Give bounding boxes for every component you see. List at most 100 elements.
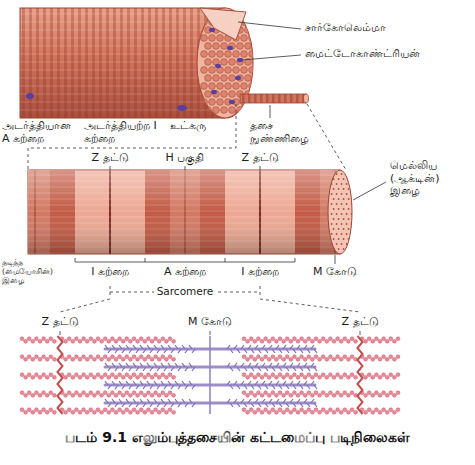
actin-bead xyxy=(49,355,53,359)
actin-bead xyxy=(260,339,264,343)
myofibril-shading xyxy=(28,170,340,254)
actin-bead xyxy=(139,391,143,395)
actin-bead xyxy=(325,357,329,361)
actin-bead xyxy=(325,339,329,343)
actin-bead xyxy=(249,355,253,359)
actin-bead xyxy=(165,357,169,361)
actin-bead xyxy=(150,393,154,397)
actin-bead xyxy=(45,393,49,397)
myofibril-section xyxy=(253,11,260,18)
actin-bead xyxy=(267,375,271,379)
disc-label: Z தட்டு xyxy=(41,316,78,329)
actin-bead xyxy=(93,375,97,379)
muscle-fiber xyxy=(20,8,309,118)
myosin-head xyxy=(307,367,310,371)
actin-bead xyxy=(24,375,28,379)
actin-bead xyxy=(332,357,336,361)
myosin-head xyxy=(297,399,300,403)
actin-bead xyxy=(350,408,354,412)
nucleus-dot xyxy=(26,93,34,99)
myosin-head xyxy=(293,403,296,407)
filament-end xyxy=(333,208,335,210)
actin-bead xyxy=(321,337,325,341)
part-label: மைட்டோகாண்ட்ரியன் xyxy=(305,48,420,61)
actin-bead xyxy=(311,410,315,414)
myosin-head xyxy=(122,385,125,389)
actin-bead xyxy=(27,337,31,341)
actin-bead xyxy=(393,375,397,379)
actin-bead xyxy=(293,373,297,377)
myosin-head xyxy=(108,385,111,389)
actin-bead xyxy=(45,410,49,414)
actin-bead xyxy=(114,357,118,361)
actin-bead xyxy=(332,375,336,379)
actin-bead xyxy=(118,373,122,377)
actin-bead xyxy=(332,339,336,343)
actin-bead xyxy=(45,357,49,361)
actin-bead xyxy=(339,339,343,343)
myosin-head xyxy=(112,381,115,385)
filament-end xyxy=(343,248,345,250)
myofibril-section xyxy=(225,67,232,74)
actin-bead xyxy=(64,393,68,397)
actin-bead xyxy=(282,393,286,397)
myosin-head xyxy=(136,367,139,371)
actin-bead xyxy=(67,355,71,359)
myosin-head xyxy=(185,349,188,353)
myosin-head xyxy=(269,345,272,349)
myosin-head xyxy=(234,363,237,367)
actin-bead xyxy=(172,410,176,414)
myosin-head xyxy=(164,403,167,407)
actin-bead xyxy=(132,408,136,412)
myofibril-section xyxy=(221,91,228,98)
myofibril-section xyxy=(249,19,256,26)
filament-end xyxy=(333,228,335,230)
filament-end xyxy=(351,243,353,245)
actin-bead xyxy=(27,355,31,359)
myosin-head xyxy=(227,399,230,403)
actin-bead xyxy=(371,357,375,361)
actin-bead xyxy=(242,408,246,412)
filament-end xyxy=(343,228,345,230)
actin-bead xyxy=(303,393,307,397)
actin-bead xyxy=(300,337,304,341)
filament-ends xyxy=(331,173,355,250)
actin-bead xyxy=(300,355,304,359)
myosin-head xyxy=(290,363,293,367)
actin-bead xyxy=(147,337,151,341)
actin-bead xyxy=(367,355,371,359)
actin-bead xyxy=(264,355,268,359)
myofibril-end xyxy=(328,170,352,254)
myosin-head xyxy=(304,399,307,403)
actin-bead xyxy=(38,375,42,379)
actin-bead xyxy=(71,393,75,397)
tick xyxy=(210,331,211,335)
myofibril-section xyxy=(201,35,208,42)
actin-bead xyxy=(267,357,271,361)
actin-bead xyxy=(332,393,336,397)
actin-bead xyxy=(100,357,104,361)
myosin-head xyxy=(140,363,143,367)
actin-bead xyxy=(96,408,100,412)
fibril-line xyxy=(20,38,225,39)
actin-bead xyxy=(143,339,147,343)
actin-bead xyxy=(396,408,400,412)
actin-bead xyxy=(339,393,343,397)
actin-bead xyxy=(129,410,133,414)
band-label: I கற்றை xyxy=(91,266,129,279)
myosin-head xyxy=(136,385,139,389)
filament-end xyxy=(348,238,350,240)
actin-bead xyxy=(45,339,49,343)
myosin-head xyxy=(126,381,129,385)
myofibril-section xyxy=(201,99,208,106)
actin-bead xyxy=(24,393,28,397)
myosin-head xyxy=(122,367,125,371)
actin-bead xyxy=(367,337,371,341)
band xyxy=(242,94,245,103)
actin-bead xyxy=(125,391,129,395)
myosin-head xyxy=(108,367,111,371)
actin-bead xyxy=(253,339,257,343)
myosin-head xyxy=(300,403,303,407)
filament-end xyxy=(341,213,343,215)
actin-bead xyxy=(103,373,107,377)
